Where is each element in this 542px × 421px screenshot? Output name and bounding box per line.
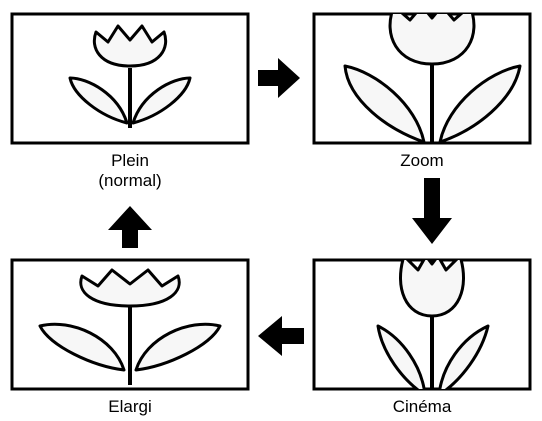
arrow-left-icon <box>258 316 304 356</box>
right-leaf <box>438 64 522 143</box>
arrow-down-icon <box>412 178 452 244</box>
label-elargi: Elargi <box>108 397 151 416</box>
tulip-elargi-icon <box>38 268 222 385</box>
panel-elargi <box>10 258 250 391</box>
bloom <box>92 24 168 68</box>
label-cinema: Cinéma <box>393 397 452 416</box>
label-plein: Plein <box>111 151 149 170</box>
tulip-zoom-icon <box>343 14 522 143</box>
panel-zoom <box>312 12 532 145</box>
left-leaf <box>68 76 129 125</box>
label-plein-sub: (normal) <box>98 171 161 190</box>
right-leaf <box>134 322 222 372</box>
tulip-plein-icon <box>68 24 192 128</box>
arrow-up-icon <box>108 206 152 248</box>
panel-plein <box>10 12 250 145</box>
label-zoom: Zoom <box>400 151 443 170</box>
arrow-right-icon <box>258 58 300 98</box>
left-leaf <box>38 322 126 372</box>
tulip-cinema-icon <box>376 260 490 389</box>
bloom <box>79 268 181 308</box>
bloom <box>388 14 476 66</box>
right-leaf <box>438 324 490 389</box>
right-leaf <box>131 76 192 125</box>
panel-cinema <box>312 258 532 391</box>
bloom <box>399 260 465 318</box>
left-leaf <box>343 64 426 143</box>
left-leaf <box>376 324 426 389</box>
